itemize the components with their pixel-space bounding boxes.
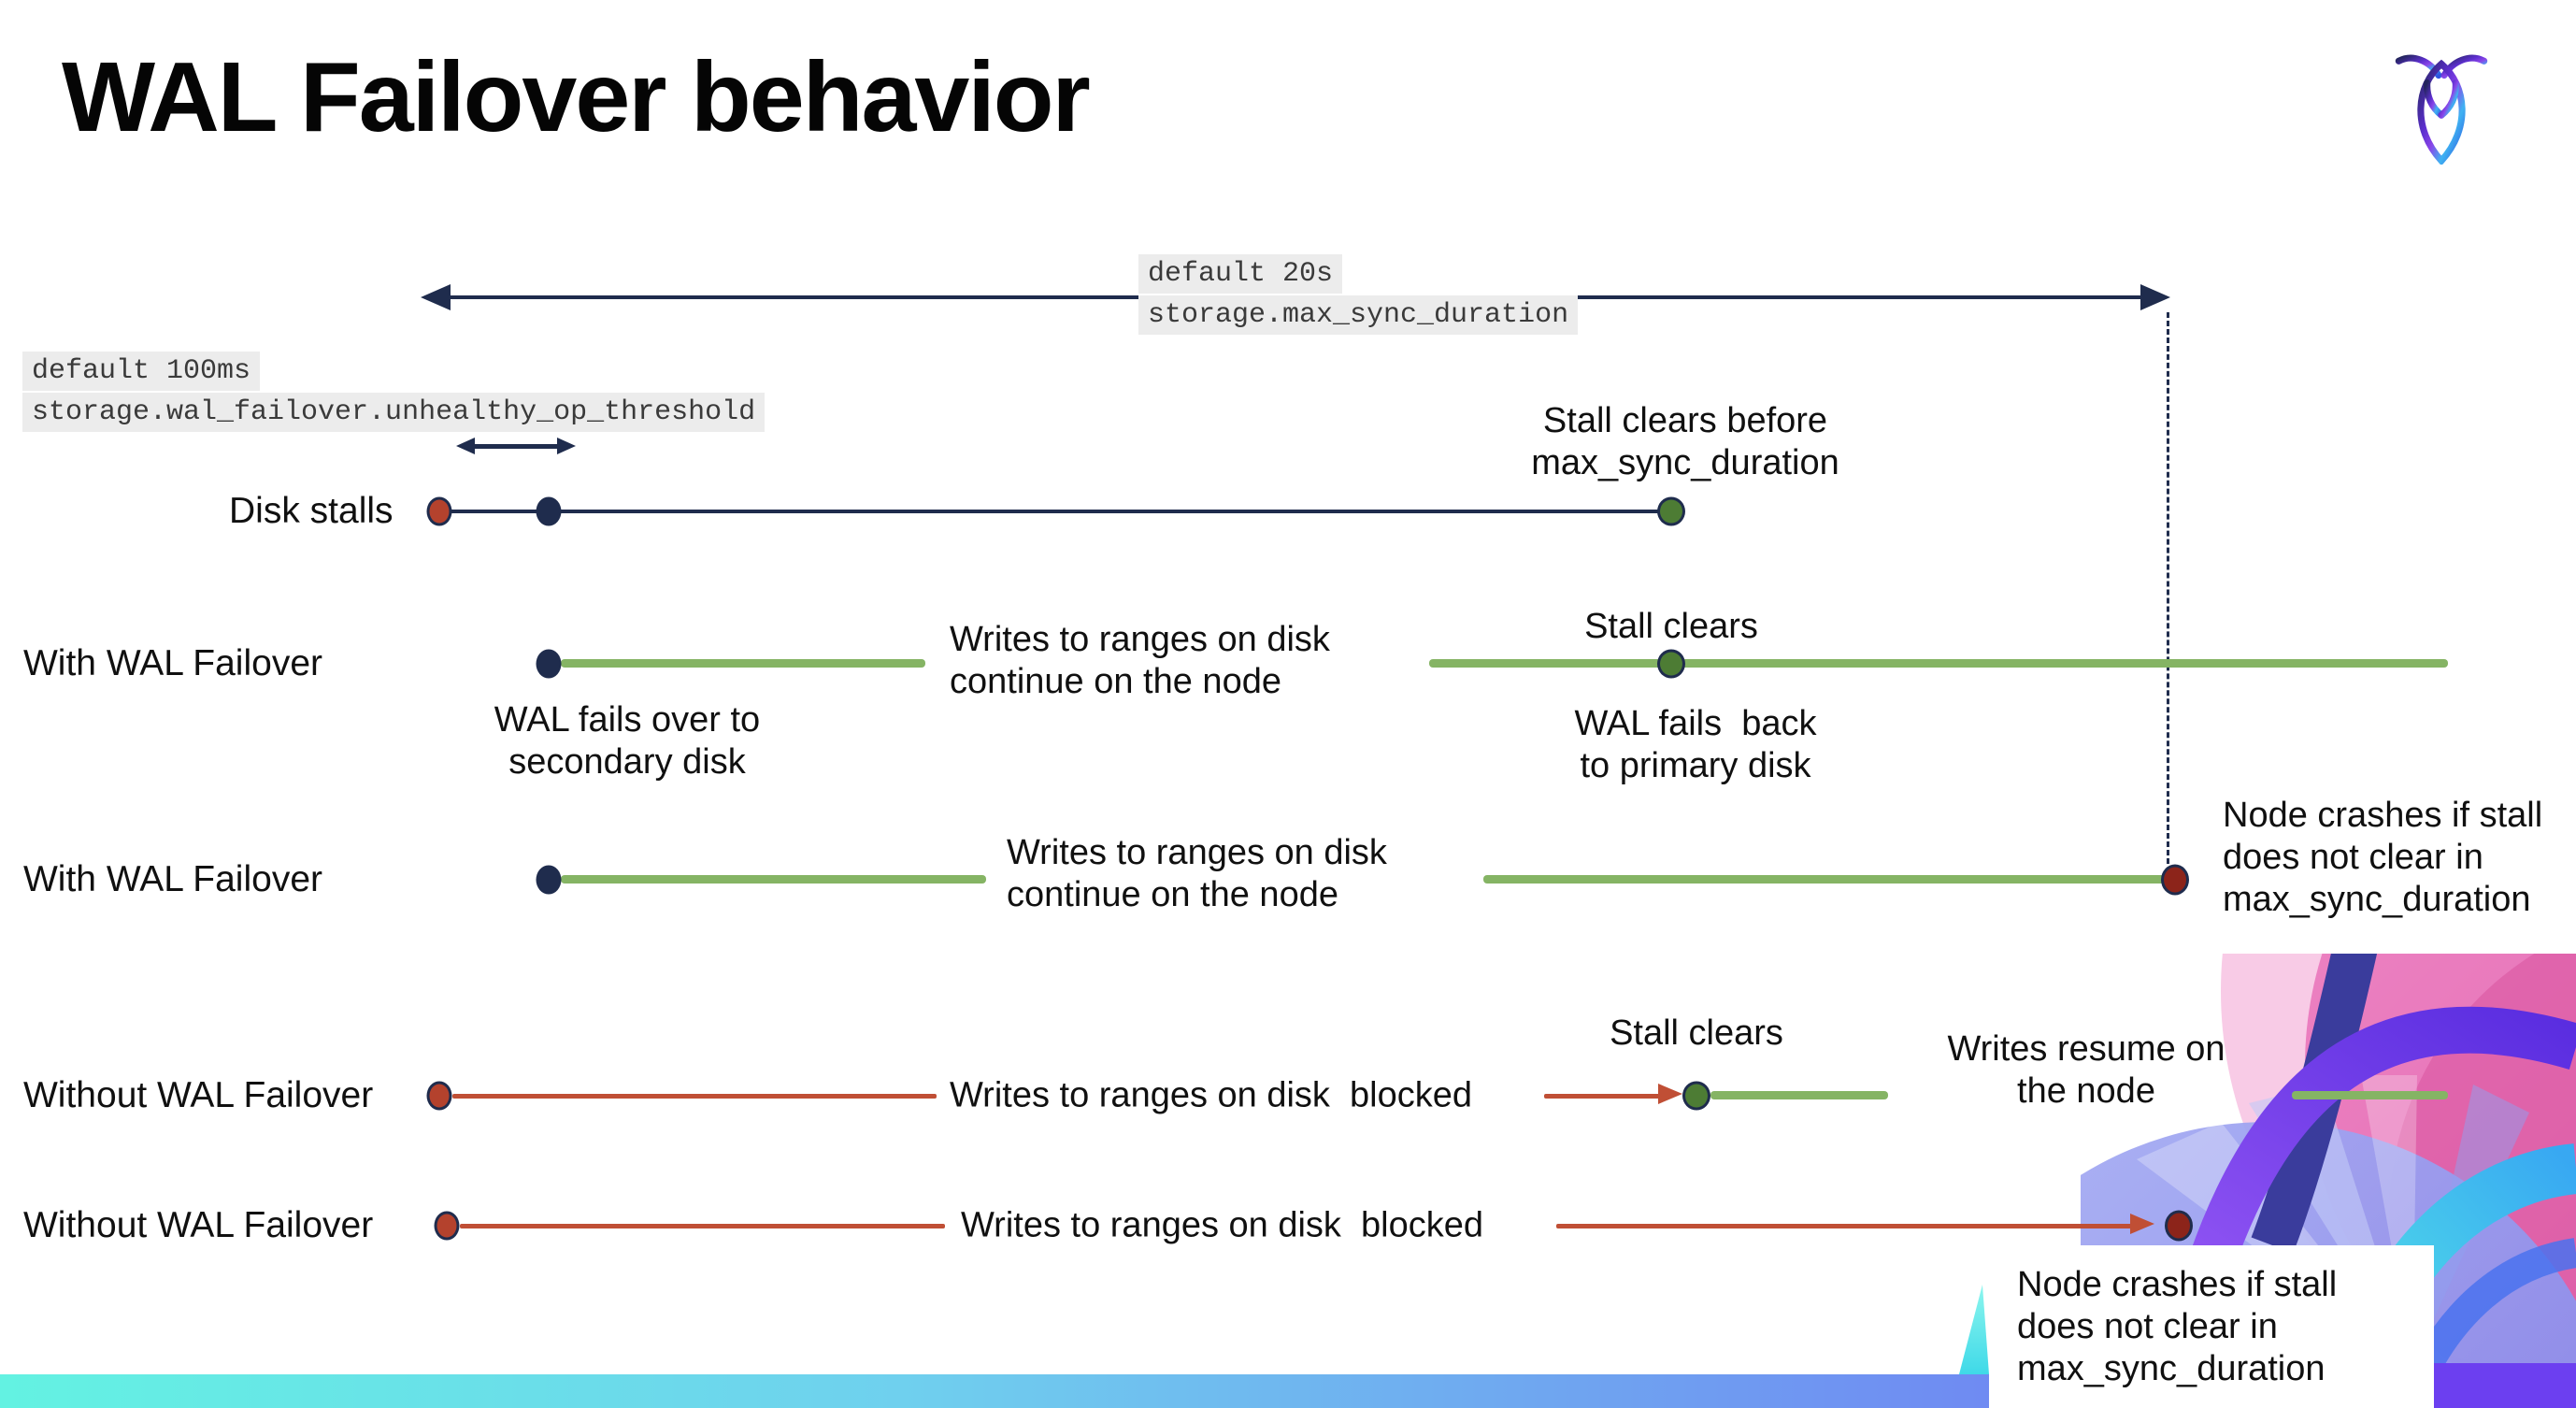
note-line: Stall clears [1610,1013,1783,1053]
wal-failback-note: WAL fails back to primary disk [1533,703,1858,787]
row-label-without-wal-failover: Without WAL Failover [23,1075,374,1115]
note-line: WAL fails over to [494,700,761,740]
row-label-with-wal-failover: With WAL Failover [23,859,322,899]
note-line: does not clear in [2223,837,2483,877]
note-line: Writes to ranges on disk blocked [961,1205,1484,1245]
max-sync-deadline-dashed-line [2167,312,2169,864]
note-line: Node crashes if stall [2223,796,2543,835]
note-line: Writes to ranges on disk [950,620,1330,659]
note-line: Stall clears before [1542,401,1828,440]
stall-clears-before-note: Stall clears before max_sync_duration [1522,400,1849,484]
note-line: the node [2017,1070,2155,1111]
max-sync-default-chip: default 20s [1138,254,1343,294]
disk-stall-start-dot [426,496,452,526]
note-line: max_sync_duration [1531,442,1839,482]
note-line: Stall clears [1584,607,1758,646]
note-line: Node crashes if stall [2017,1265,2338,1304]
note-line: secondary disk [508,741,746,782]
note-line: Writes to ranges on disk blocked [950,1075,1473,1115]
note-line: continue on the node [950,661,1281,701]
stall-clears-note: Stall clears [1561,1013,1832,1055]
writes-blocked-note: Writes to ranges on disk blocked [950,1075,1472,1117]
arrowhead-right-icon [2140,284,2170,310]
note-line: Writes to ranges on disk [1007,833,1387,872]
writes-resume-line [2292,1091,2448,1099]
disk-stall-start-dot [434,1211,460,1241]
node-crash-note: Node crashes if stall does not clear in … [2017,1264,2337,1389]
note-line: continue on the node [1007,874,1338,914]
node-crash-note: Node crashes if stall does not clear in … [2223,795,2542,920]
writes-blocked-line [460,1224,945,1228]
note-line: to primary disk [1580,745,1811,785]
row-label-disk-stalls: Disk stalls [229,491,394,531]
row-label-with-wal-failover: With WAL Failover [23,643,322,683]
arrowhead-right-icon [1658,1084,1682,1104]
failover-dot [536,649,562,679]
note-line: max_sync_duration [2017,1348,2326,1388]
writes-resume-line [1710,1091,1888,1099]
wal-failover-note: WAL fails over to secondary disk [467,699,787,783]
stall-clears-dot [1657,496,1685,526]
note-line: does not clear in [2017,1306,2278,1346]
writes-continue-note: Writes to ranges on disk continue on the… [950,619,1330,703]
threshold-default-chip: default 100ms [22,352,261,391]
note-line: max_sync_duration [2223,879,2531,919]
node-crash-dot [2165,1210,2193,1242]
threshold-setting-chip: storage.wal_failover.unhealthy_op_thresh… [22,393,766,432]
writes-blocked-line [1544,1094,1660,1099]
arrowhead-right-icon [2130,1214,2154,1234]
writes-blocked-line [452,1094,937,1099]
writes-blocked-note: Writes to ranges on disk blocked [961,1205,1483,1247]
cockroachdb-logo-icon [2395,54,2488,165]
threshold-reached-dot [536,496,562,526]
disk-stall-start-dot [426,1081,452,1111]
stall-clears-note: Stall clears [1554,606,1788,648]
row-label-without-wal-failover: Without WAL Failover [23,1205,374,1245]
failover-dot [536,865,562,895]
arrowhead-right-icon [557,438,576,454]
threshold-span-line [473,444,559,449]
writes-continue-line [561,659,925,668]
page-title: WAL Failover behavior [62,42,1091,152]
writes-continue-line [561,875,986,884]
writes-blocked-line [1556,1224,2132,1228]
writes-resume-note: Writes resume on the node [1924,1028,2249,1113]
note-line: Writes resume on [1947,1029,2225,1069]
writes-continue-note: Writes to ranges on disk continue on the… [1007,832,1387,916]
node-crash-callout-box [1989,1245,2434,1408]
disk-stall-timeline-line [439,510,1671,513]
note-line: WAL fails back [1574,704,1817,743]
writes-continue-line [1429,659,2448,668]
max-sync-setting-chip: storage.max_sync_duration [1138,295,1579,335]
arrowhead-left-icon [456,438,475,454]
stall-clears-dot [1657,649,1685,679]
arrowhead-left-icon [421,284,451,310]
stall-clears-dot [1682,1081,1710,1111]
cockroachdb-corner-art [2081,954,2576,1408]
node-crash-dot [2161,864,2189,896]
decorative-cyan-shape [1959,1285,1989,1374]
writes-continue-line [1483,875,2172,884]
